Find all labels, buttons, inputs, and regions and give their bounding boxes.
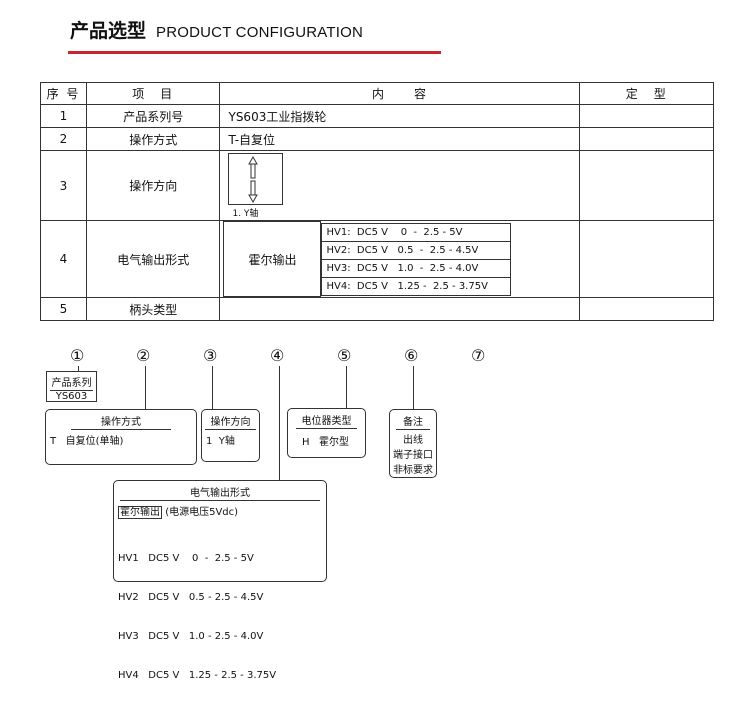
output-sub-rest: (电源电压5Vdc) bbox=[165, 507, 239, 518]
output-sub-boxed: 霍尔输出 bbox=[118, 506, 162, 519]
output-line: HV2 DC5 V 0.5 - 2.5 - 4.5V bbox=[118, 592, 264, 603]
row-type bbox=[579, 127, 714, 151]
row-type bbox=[579, 104, 714, 128]
output-subtitle: 霍尔输出 (电源电压5Vdc) bbox=[118, 503, 326, 519]
output-lines: HV1 DC5 V 0 - 2.5 - 5V HV2 DC5 V 0.5 - 2… bbox=[118, 526, 326, 708]
title-underline bbox=[68, 51, 441, 54]
note-title: 备注 bbox=[396, 413, 430, 430]
operation-box: 操作方式 T 自复位(单轴) bbox=[45, 409, 197, 465]
operation-title: 操作方式 bbox=[71, 413, 171, 430]
table-row: 3 操作方向 1. Y轴 bbox=[40, 150, 714, 221]
row-content: 1. Y轴 bbox=[219, 150, 581, 221]
table-header-row: 序 号 项 目 内 容 定 型 bbox=[40, 82, 714, 105]
output-box: 电气输出形式 霍尔输出 (电源电压5Vdc) HV1 DC5 V 0 - 2.5… bbox=[113, 480, 327, 681]
connector-line bbox=[279, 366, 280, 480]
title-en: PRODUCT CONFIGURATION bbox=[156, 24, 363, 41]
potentiometer-value: H 霍尔型 bbox=[302, 437, 350, 448]
output-line: HV1 DC5 V 0 - 2.5 - 5V bbox=[118, 553, 254, 564]
hall-output-table: HV1: DC5 V 0 - 2.5 - 5V HV2: DC5 V 0.5 -… bbox=[321, 222, 512, 296]
y-axis-direction-icon bbox=[228, 152, 284, 205]
circle-number-4: ④ bbox=[270, 346, 285, 365]
circle-number-2: ② bbox=[136, 346, 151, 365]
potentiometer-box: 电位器类型 H 霍尔型 bbox=[287, 408, 366, 458]
row-content: 霍尔输出 HV1: DC5 V 0 - 2.5 - 5V HV2: DC5 V … bbox=[219, 220, 581, 298]
circle-number-3: ③ bbox=[203, 346, 218, 365]
row-content bbox=[219, 297, 581, 321]
hall-row: HV4: DC5 V 1.25 - 2.5 - 3.75V bbox=[321, 276, 512, 296]
hall-row: HV1: DC5 V 0 - 2.5 - 5V bbox=[321, 222, 512, 242]
header-no: 序 号 bbox=[40, 82, 87, 105]
table-row: 4 电气输出形式 霍尔输出 HV1: DC5 V 0 - 2.5 - 5V HV… bbox=[40, 220, 714, 298]
table-row: 2 操作方式 T-自复位 bbox=[40, 127, 714, 151]
series-box: 产品系列 YS603 bbox=[46, 371, 97, 402]
table-row: 5 柄头类型 bbox=[40, 297, 714, 321]
note-line: 非标要求 bbox=[393, 465, 433, 476]
row-item: 柄头类型 bbox=[85, 297, 221, 321]
row-no: 5 bbox=[40, 297, 87, 321]
circle-number-1: ① bbox=[70, 346, 85, 365]
direction-value: 1 Y轴 bbox=[206, 436, 235, 447]
connector-line bbox=[346, 366, 347, 408]
row-type bbox=[579, 220, 714, 298]
row-item: 操作方式 bbox=[85, 127, 221, 151]
row-type bbox=[579, 297, 714, 321]
connector-line bbox=[78, 366, 79, 372]
row-no: 4 bbox=[40, 220, 87, 298]
header-type: 定 型 bbox=[579, 82, 714, 105]
note-line: 端子接口 bbox=[393, 450, 433, 461]
direction-label: 1. Y轴 bbox=[232, 208, 259, 219]
hall-row: HV2: DC5 V 0.5 - 2.5 - 4.5V bbox=[321, 240, 512, 260]
row-item: 电气输出形式 bbox=[85, 220, 221, 298]
hall-output-label: 霍尔输出 bbox=[223, 221, 322, 297]
row-content: YS603工业指拨轮 bbox=[219, 104, 581, 128]
potentiometer-title: 电位器类型 bbox=[296, 412, 357, 429]
note-box: 备注 出线 端子接口 非标要求 bbox=[389, 409, 437, 478]
row-item: 产品系列号 bbox=[85, 104, 221, 128]
title-cn: 产品选型 bbox=[70, 20, 147, 42]
series-title: 产品系列 bbox=[50, 374, 93, 391]
direction-title: 操作方向 bbox=[205, 413, 256, 430]
output-line: HV3 DC5 V 1.0 - 2.5 - 4.0V bbox=[118, 631, 264, 642]
output-line: HV4 DC5 V 1.25 - 2.5 - 3.75V bbox=[118, 670, 277, 681]
connector-line bbox=[212, 366, 213, 409]
note-line: 出线 bbox=[403, 435, 423, 446]
row-type bbox=[579, 150, 714, 221]
configuration-table: 序 号 项 目 内 容 定 型 1 产品系列号 YS603工业指拨轮 2 操作方… bbox=[40, 82, 714, 321]
page-title: 产品选型 PRODUCT CONFIGURATION bbox=[70, 16, 363, 43]
row-no: 2 bbox=[40, 127, 87, 151]
series-value: YS603 bbox=[55, 391, 88, 402]
connector-line bbox=[413, 366, 414, 409]
circle-number-5: ⑤ bbox=[337, 346, 352, 365]
row-content: T-自复位 bbox=[219, 127, 581, 151]
connector-line bbox=[145, 366, 146, 409]
row-no: 3 bbox=[40, 150, 87, 221]
direction-box: 操作方向 1 Y轴 bbox=[201, 409, 260, 462]
operation-value: T 自复位(单轴) bbox=[50, 436, 124, 447]
header-item: 项 目 bbox=[85, 82, 221, 105]
output-title: 电气输出形式 bbox=[120, 484, 320, 501]
circle-number-6: ⑥ bbox=[404, 346, 419, 365]
row-item: 操作方向 bbox=[85, 150, 221, 221]
table-row: 1 产品系列号 YS603工业指拨轮 bbox=[40, 104, 714, 128]
row-no: 1 bbox=[40, 104, 87, 128]
header-content: 内 容 bbox=[219, 82, 581, 105]
circle-number-7: ⑦ bbox=[471, 346, 486, 365]
hall-row: HV3: DC5 V 1.0 - 2.5 - 4.0V bbox=[321, 258, 512, 278]
